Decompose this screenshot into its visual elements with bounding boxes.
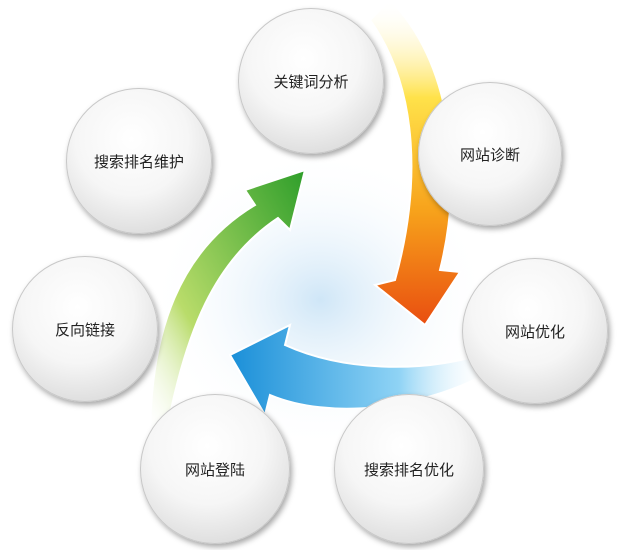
node-label: 关键词分析 — [273, 72, 349, 91]
node-site-submission: 网站登陆 — [140, 394, 290, 544]
node-label: 反向链接 — [54, 320, 115, 339]
orange-arrow — [368, 0, 462, 327]
node-keyword-analysis: 关键词分析 — [238, 8, 384, 154]
node-site-diagnosis: 网站诊断 — [418, 82, 562, 226]
node-label: 网站优化 — [504, 322, 565, 341]
node-ranking-optimization: 搜索排名优化 — [334, 394, 484, 544]
node-site-optimization: 网站优化 — [462, 258, 608, 404]
node-label: 搜索排名优化 — [363, 460, 454, 479]
node-label: 网站登陆 — [184, 460, 245, 479]
node-ranking-maintenance: 搜索排名维护 — [66, 88, 212, 234]
node-label: 网站诊断 — [459, 145, 520, 164]
node-backlinks: 反向链接 — [12, 256, 158, 402]
node-label: 搜索排名维护 — [93, 152, 184, 171]
